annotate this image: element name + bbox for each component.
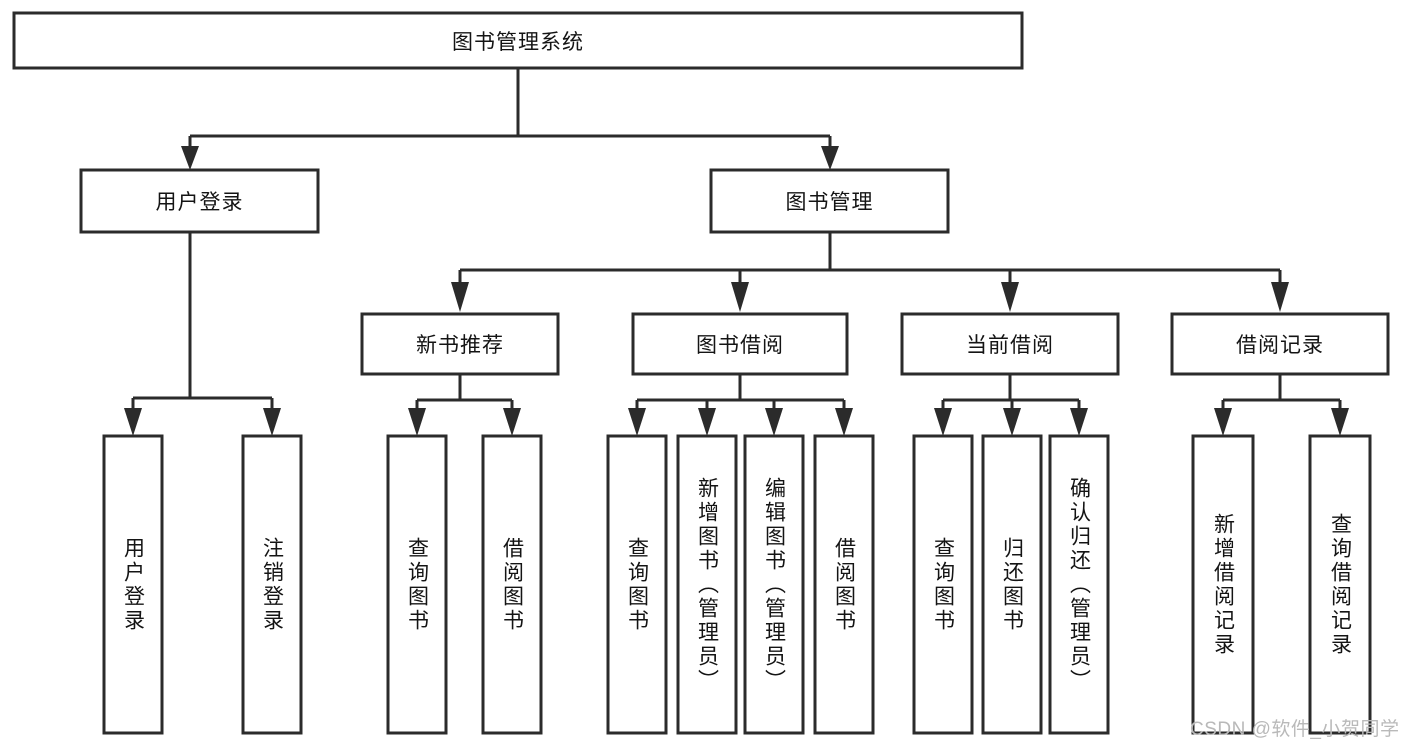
- node-box-leaf-borrow-book-1[interactable]: [481, 434, 543, 735]
- node-box-leaf-confirm-return[interactable]: [1048, 434, 1110, 735]
- node-box-leaf-add-book[interactable]: [676, 434, 738, 735]
- connector-userlogin-to-leaves: [124, 232, 281, 436]
- connector-newbookrec-to-leaves: [408, 374, 521, 436]
- node-box-current-borrow[interactable]: [900, 312, 1120, 376]
- node-box-leaf-query-book-1[interactable]: [386, 434, 448, 735]
- node-box-leaf-add-record[interactable]: [1191, 434, 1255, 735]
- node-box-leaf-query-book-2[interactable]: [606, 434, 668, 735]
- node-box-book-borrow[interactable]: [631, 312, 849, 376]
- connector-root-to-level2: [181, 68, 839, 170]
- connector-bookborrow-to-leaves: [628, 374, 853, 436]
- node-box-book-manage[interactable]: [709, 168, 950, 234]
- watermark-text: CSDN @软件_小贺同学: [1190, 719, 1400, 740]
- node-box-leaf-user-logout[interactable]: [241, 434, 303, 735]
- node-box-leaf-query-book-3[interactable]: [912, 434, 974, 735]
- connector-bookmanage-to-level3: [451, 232, 1289, 312]
- node-box-borrow-record[interactable]: [1170, 312, 1390, 376]
- node-box-leaf-return-book[interactable]: [981, 434, 1043, 735]
- node-box-leaf-borrow-book-2[interactable]: [813, 434, 875, 735]
- node-box-root[interactable]: [12, 11, 1024, 70]
- node-box-new-book-rec[interactable]: [360, 312, 560, 376]
- node-box-leaf-query-record[interactable]: [1308, 434, 1372, 735]
- connector-borrowrecord-to-leaves: [1214, 374, 1349, 436]
- node-box-user-login[interactable]: [79, 168, 320, 234]
- node-box-leaf-edit-book[interactable]: [743, 434, 805, 735]
- node-box-leaf-user-login[interactable]: [102, 434, 164, 735]
- connector-currentborrow-to-leaves: [934, 374, 1088, 436]
